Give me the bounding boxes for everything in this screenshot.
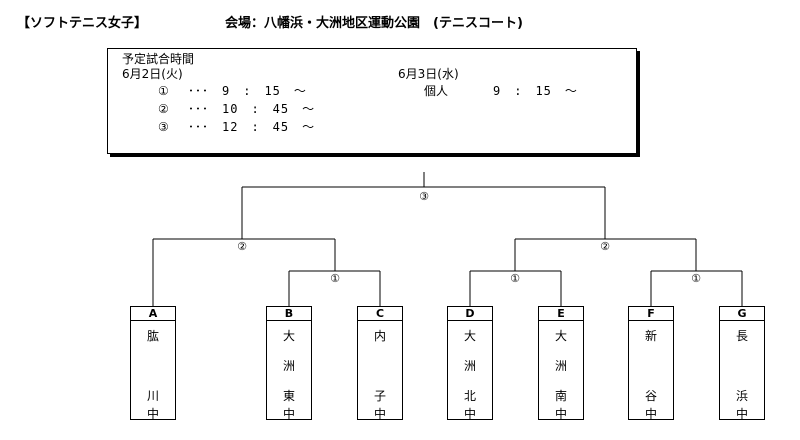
team-letter: A <box>131 307 175 321</box>
team-name-char: 洲 <box>282 359 295 373</box>
round-label-r1-bc: ① <box>328 272 342 286</box>
team-name-char: 南 <box>554 389 567 403</box>
day2-time: 9 : 15 ～ <box>493 84 578 98</box>
team-name: 大 洲 北 中 <box>448 321 492 421</box>
team-name-char: 東 <box>282 389 295 403</box>
team-name-char: 北 <box>463 389 476 403</box>
schedule-box: 予定試合時間 6月2日(火) ① ･･･ 9 : 15 ～ ② ･･･ 10 :… <box>107 48 637 154</box>
day1-round3-time: ･･･ 12 : 45 ～ <box>188 120 316 134</box>
team-name-char: 長 <box>735 329 748 343</box>
team-name-char: 谷 <box>644 389 657 403</box>
round-label-r1-fg: ① <box>689 272 703 286</box>
round-label-final: ③ <box>417 190 431 204</box>
team-name-char: 中 <box>373 407 386 421</box>
team-name-char: 大 <box>554 329 567 343</box>
team-letter: D <box>448 307 492 321</box>
team-name-char: 子 <box>373 389 386 403</box>
team-name-char: 洲 <box>463 359 476 373</box>
team-letter: E <box>539 307 583 321</box>
team-name-char: 肱 <box>146 329 159 343</box>
day2-label: 個人 <box>424 84 449 98</box>
team-name-char: 中 <box>554 407 567 421</box>
day2-date: 6月3日(水) <box>398 67 459 81</box>
team-name-char: 中 <box>282 407 295 421</box>
team-name: 新 谷 中 <box>629 321 673 421</box>
team-name-char: 川 <box>146 389 159 403</box>
day1-round1-time: ･･･ 9 : 15 ～ <box>188 84 307 98</box>
day1-round1-mark: ① <box>158 84 169 98</box>
team-name: 内 子 中 <box>358 321 402 421</box>
team-name: 肱 川 中 <box>131 321 175 421</box>
team-name: 大 洲 南 中 <box>539 321 583 421</box>
round-label-left-semi: ② <box>235 240 249 254</box>
team-letter: C <box>358 307 402 321</box>
schedule-title: 予定試合時間 <box>122 52 195 66</box>
day1-round3-mark: ③ <box>158 120 169 134</box>
day1-date: 6月2日(火) <box>122 67 183 81</box>
team-box-g: G 長 浜 中 <box>719 306 765 421</box>
category-title: 【ソフトテニス女子】 <box>17 16 148 31</box>
round-label-right-semi: ② <box>598 240 612 254</box>
team-name-char: 中 <box>735 407 748 421</box>
team-letter: B <box>267 307 311 321</box>
team-name-char: 大 <box>463 329 476 343</box>
team-box-b: B 大 洲 東 中 <box>266 306 312 421</box>
day1-round2-time: ･･･ 10 : 45 ～ <box>188 102 316 116</box>
team-name-char: 中 <box>463 407 476 421</box>
team-letter: G <box>720 307 764 321</box>
team-name-char: 浜 <box>735 389 748 403</box>
team-name-char: 中 <box>146 407 159 421</box>
team-letter: F <box>629 307 673 321</box>
team-name-char: 大 <box>282 329 295 343</box>
day1-round2-mark: ② <box>158 102 169 116</box>
team-name: 大 洲 東 中 <box>267 321 311 421</box>
team-box-f: F 新 谷 中 <box>628 306 674 421</box>
team-box-c: C 内 子 中 <box>357 306 403 421</box>
round-label-r1-de: ① <box>508 272 522 286</box>
team-name: 長 浜 中 <box>720 321 764 421</box>
venue-title: 会場：八幡浜・大洲地区運動公園 (テニスコート) <box>225 16 523 31</box>
team-box-e: E 大 洲 南 中 <box>538 306 584 421</box>
team-box-a: A 肱 川 中 <box>130 306 176 421</box>
team-name-char: 新 <box>644 329 657 343</box>
team-name-char: 内 <box>373 329 386 343</box>
team-name-char: 洲 <box>554 359 567 373</box>
team-name-char: 中 <box>644 407 657 421</box>
team-box-d: D 大 洲 北 中 <box>447 306 493 421</box>
